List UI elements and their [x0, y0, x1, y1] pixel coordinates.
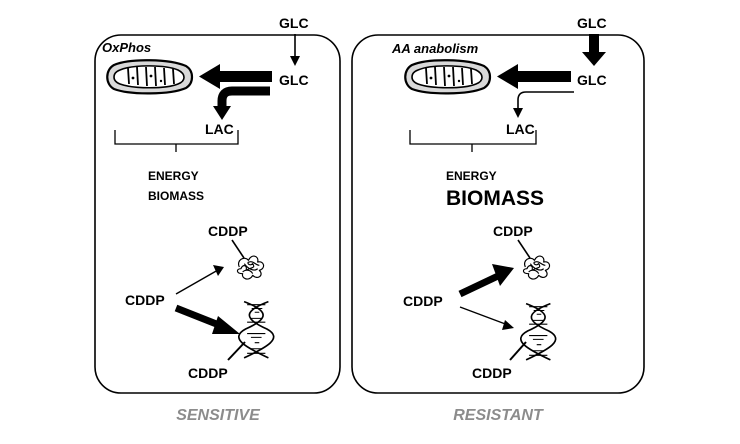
cddp-protein-label: CDDP	[493, 223, 533, 239]
glc-inside: GLC	[279, 72, 309, 88]
protein-icon	[522, 255, 551, 280]
energy-label: ENERGY	[148, 169, 199, 183]
cddp-dna-link	[509, 341, 527, 361]
metabolism-label: OxPhos	[102, 40, 151, 55]
cddp-to-dna-arrow	[459, 306, 514, 330]
lac-label: LAC	[506, 121, 535, 137]
mitochondrion-icon	[106, 59, 194, 95]
glc-uptake-arrow	[290, 34, 300, 66]
cddp-protein-label: CDDP	[208, 223, 248, 239]
cddp-dna-label: CDDP	[188, 365, 228, 381]
glc-uptake-arrow	[582, 34, 606, 66]
cddp-source-label: CDDP	[125, 292, 165, 308]
panel-sensitive: OxPhos GLC GLC LAC ENERGY BIOMASS CDDP C…	[94, 15, 341, 394]
glc-outside: GLC	[577, 15, 607, 31]
biomass-label: BIOMASS	[148, 189, 204, 203]
cddp-dna-label: CDDP	[472, 365, 512, 381]
dna-helix-icon	[238, 300, 275, 359]
lac-label: LAC	[205, 121, 234, 137]
caption-resistant: RESISTANT	[453, 407, 544, 424]
cddp-to-protein-arrow	[175, 265, 224, 295]
cddp-to-protein-arrow	[458, 264, 514, 298]
caption-sensitive: SENSITIVE	[176, 407, 261, 424]
cddp-to-dna-arrow	[174, 304, 240, 334]
glc-inside: GLC	[577, 72, 607, 88]
mitochondrion-icon	[404, 59, 492, 95]
cddp-protein-link	[231, 239, 245, 259]
biomass-label: BIOMASS	[446, 187, 544, 210]
arrow-to-lactate	[213, 86, 270, 120]
cddp-source-label: CDDP	[403, 293, 443, 309]
protein-icon	[236, 255, 265, 280]
arrow-to-mitochondrion	[497, 64, 571, 89]
metabolic-output-bracket	[114, 130, 239, 152]
energy-label: ENERGY	[446, 169, 497, 183]
panel-resistant: AA anabolism GLC GLC LAC ENERGY BIOMASS …	[351, 15, 645, 394]
cell-outline-sensitive	[94, 34, 341, 394]
cell-outline-resistant	[351, 34, 645, 394]
cddp-protein-link	[517, 239, 531, 259]
dna-helix-icon	[520, 302, 557, 361]
metabolism-label: AA anabolism	[391, 41, 479, 56]
arrow-to-mitochondrion	[199, 64, 272, 89]
arrow-to-lactate	[513, 91, 574, 118]
metabolic-output-bracket	[409, 130, 537, 152]
cddp-dna-link	[227, 341, 246, 361]
glc-outside: GLC	[279, 15, 309, 31]
